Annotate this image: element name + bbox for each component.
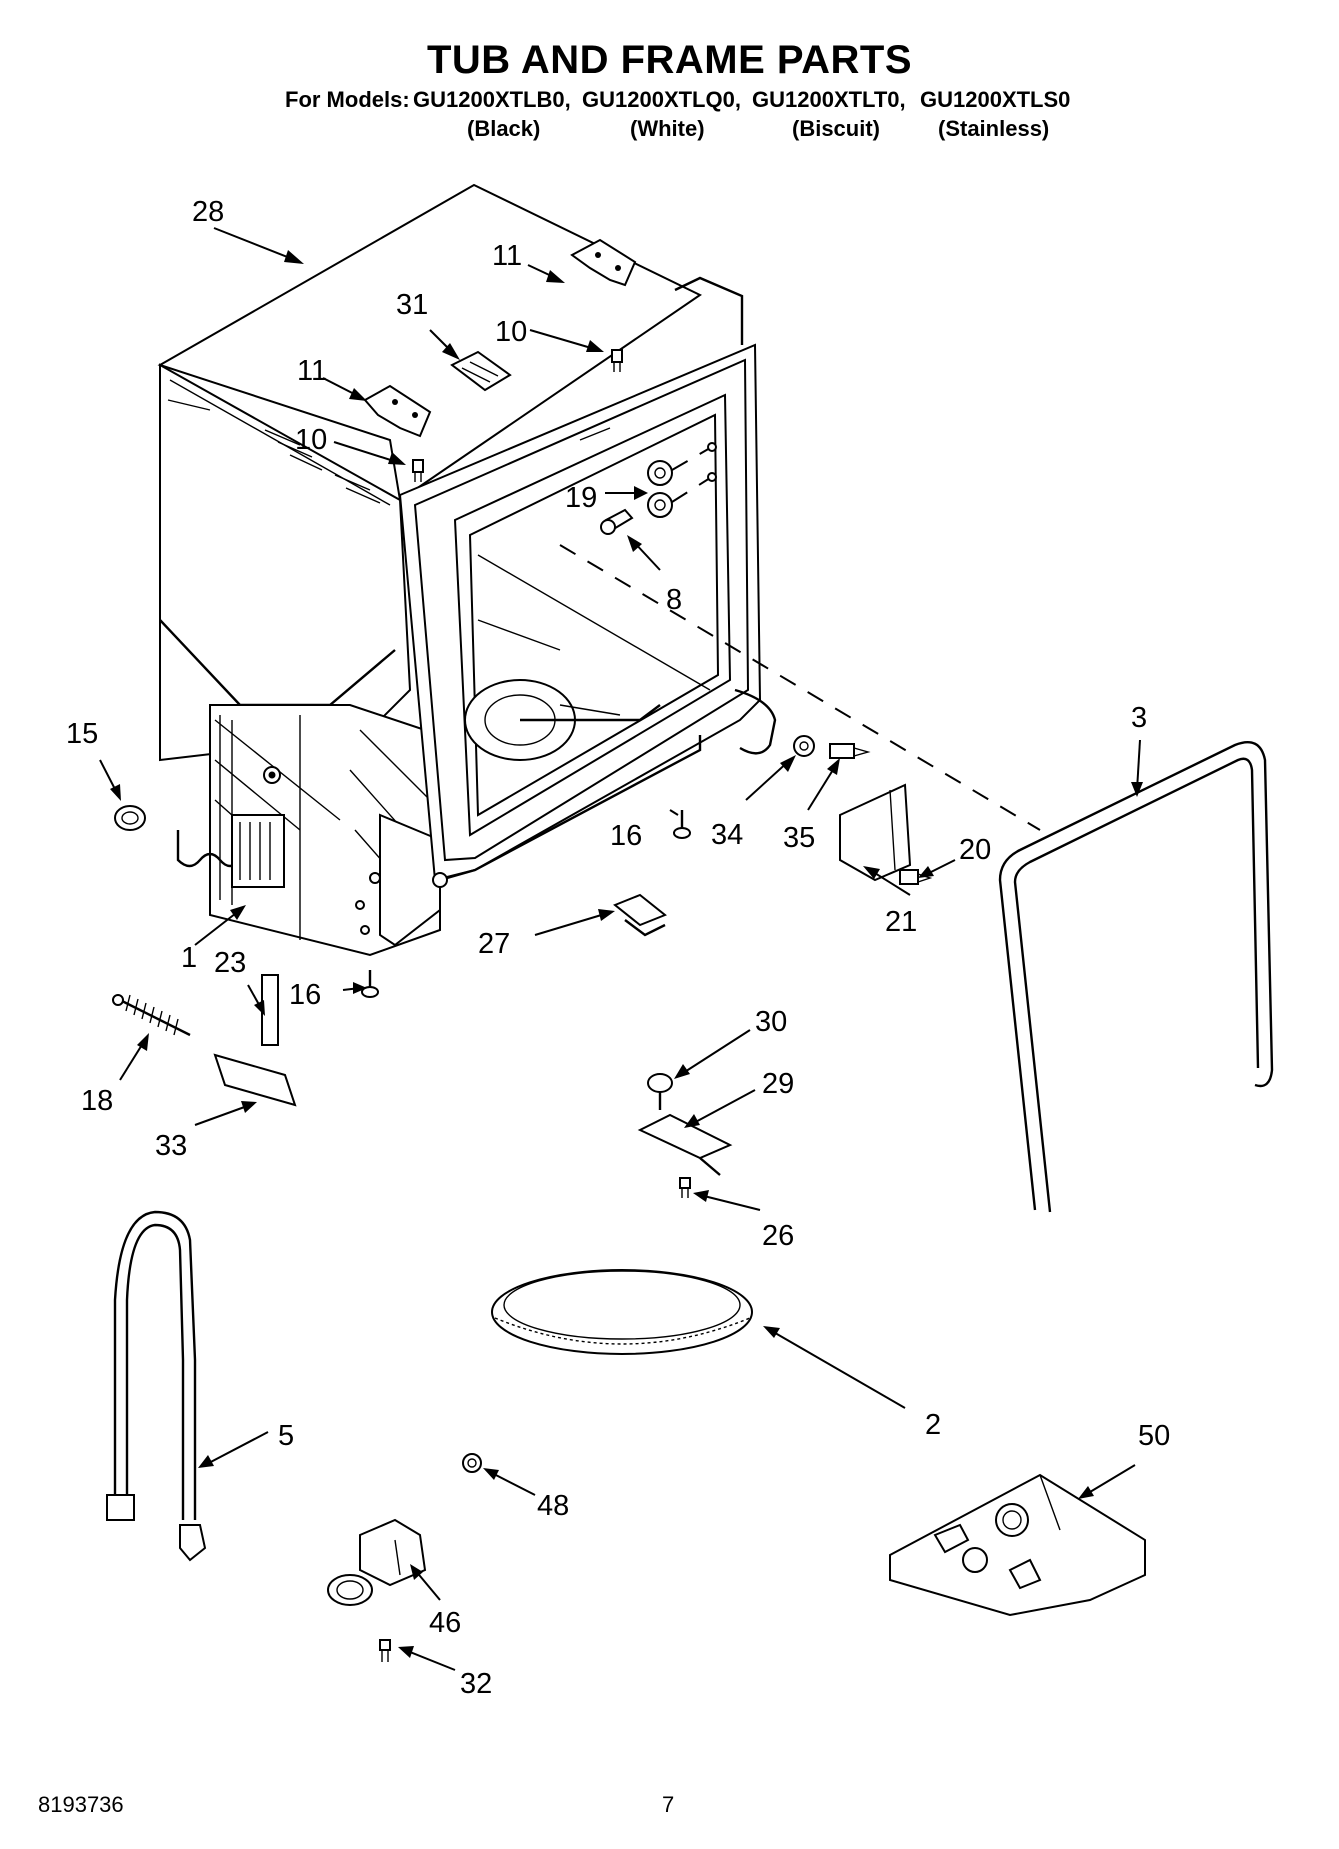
callout-label: 23: [214, 947, 246, 979]
callout-label: 15: [66, 718, 98, 750]
callout-leaders: [99, 227, 1143, 1671]
model-number: GU1200XTLT0,: [752, 87, 906, 112]
callout-label: 35: [783, 822, 815, 854]
model-number: GU1200XTLS0: [920, 87, 1071, 112]
part-15-grommet: [114, 805, 146, 831]
part-10-screw: [611, 349, 623, 372]
part-48-clamp: [462, 1453, 482, 1473]
callout-label: 31: [396, 289, 428, 321]
model-number: GU1200XTLQ0,: [582, 87, 741, 112]
callout-label: 46: [429, 1607, 461, 1639]
part-5-hose: [106, 1210, 207, 1562]
part-26-screw: [679, 1177, 691, 1198]
callout-label: 20: [959, 834, 991, 866]
page-title: TUB AND FRAME PARTS: [426, 38, 913, 82]
part-11-bracket: [570, 238, 637, 287]
callout-label: 11: [297, 355, 327, 387]
part-30-clip: [647, 1073, 673, 1110]
part-11-bracket: [363, 384, 432, 438]
models-prefix: For Models:: [285, 87, 410, 112]
callout-label: 2: [925, 1409, 941, 1441]
part-29-bracket: [637, 1113, 733, 1176]
part-50-parts-bag: [889, 1473, 1146, 1617]
tub-assembly: [157, 183, 702, 957]
part-8-screw: [600, 508, 634, 535]
callout-label: 1: [181, 942, 197, 974]
part-16-leveling-leg: [673, 810, 691, 839]
part-2-gasket-ring: [491, 1269, 753, 1355]
callout-label: 8: [666, 584, 682, 616]
callout-label: 18: [81, 1085, 113, 1117]
callout-label: 21: [885, 906, 917, 938]
callout-label: 10: [495, 316, 527, 348]
part-35-bolt: [829, 743, 871, 759]
callout-label: 27: [478, 928, 510, 960]
model-color: (White): [630, 116, 705, 141]
callout-label: 19: [565, 482, 597, 514]
callout-label: 50: [1138, 1420, 1170, 1452]
part-3-door-gasket: [998, 740, 1274, 1213]
part-33-pad: [213, 1053, 297, 1107]
part-34-star-nut: [793, 735, 815, 757]
callout-label: 28: [192, 196, 224, 228]
callout-label: 10: [295, 424, 327, 456]
document-number: 8193736: [38, 1792, 124, 1817]
callout-label: 5: [278, 1420, 294, 1452]
callout-label: 16: [610, 820, 642, 852]
model-number: GU1200XTLB0,: [413, 87, 571, 112]
part-21-bracket: [839, 783, 912, 882]
part-16-leveling-leg: [361, 970, 379, 998]
part-27-clip: [613, 893, 667, 937]
model-color: (Biscuit): [792, 116, 880, 141]
callout-label: 26: [762, 1220, 794, 1252]
callout-label: 32: [460, 1668, 492, 1700]
page-number: 7: [662, 1792, 675, 1817]
callout-label: 33: [155, 1130, 187, 1162]
part-18-spring: [112, 994, 191, 1037]
callout-label: 16: [289, 979, 321, 1011]
part-10-screw: [412, 459, 424, 482]
callout-label: 30: [755, 1006, 787, 1038]
part-31-clip: [450, 350, 512, 392]
part-32-screw: [379, 1639, 391, 1662]
model-color: (Black): [467, 116, 541, 141]
model-color: (Stainless): [938, 116, 1050, 141]
part-19-roller: [647, 442, 717, 518]
callout-label: 3: [1131, 702, 1147, 734]
callout-label: 11: [492, 240, 522, 272]
part-46-fitting: [327, 1518, 427, 1606]
callout-label: 48: [537, 1490, 569, 1522]
callout-label: 29: [762, 1068, 794, 1100]
callout-labels: 28 11 31 10 11 10 19 8 15 3 16 34 35 20 …: [66, 196, 1170, 1700]
callout-label: 34: [711, 819, 743, 851]
